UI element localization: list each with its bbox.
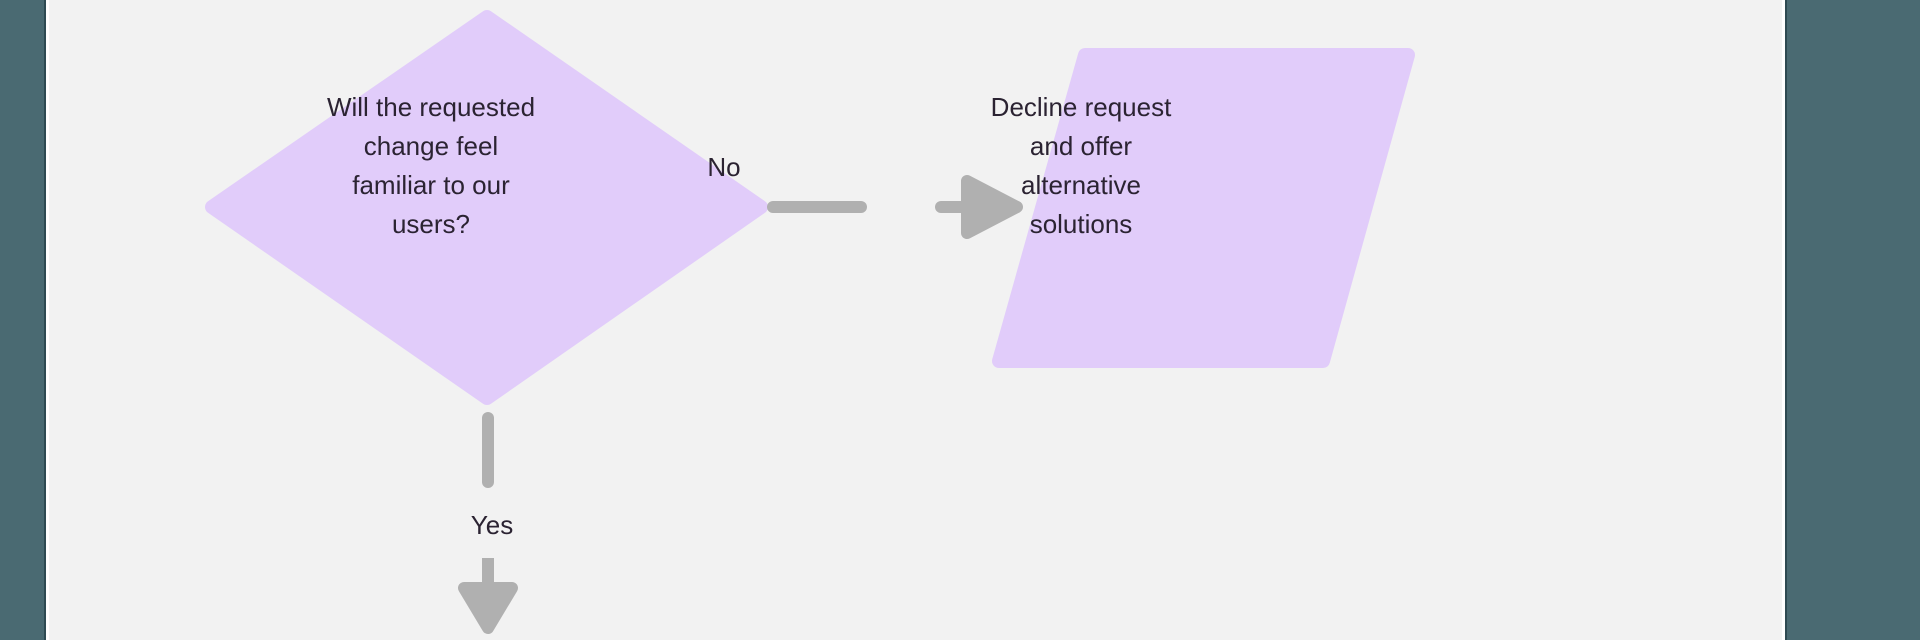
right-rail-gap bbox=[1782, 0, 1785, 640]
right-rail bbox=[1787, 0, 1920, 640]
flowchart-stage[interactable]: Will the requested change feel familiar … bbox=[49, 0, 1782, 640]
edge-no-arrowhead bbox=[961, 175, 1023, 239]
edge-yes-arrowhead bbox=[458, 582, 518, 634]
edge-yes-line-segment-2 bbox=[482, 558, 494, 588]
left-rail-gap bbox=[46, 0, 49, 640]
decision-node-familiar[interactable] bbox=[205, 10, 768, 405]
right-rail-border bbox=[1785, 0, 1787, 640]
edge-yes-line-segment-1 bbox=[482, 412, 494, 488]
edge-no-line-segment-1 bbox=[767, 201, 867, 213]
left-rail-border bbox=[44, 0, 46, 640]
left-rail bbox=[0, 0, 44, 640]
process-node-decline[interactable] bbox=[992, 48, 1415, 368]
flowchart-svg bbox=[205, 10, 1415, 634]
edge-label-no: No bbox=[707, 152, 741, 182]
edge-label-yes: Yes bbox=[470, 510, 514, 540]
